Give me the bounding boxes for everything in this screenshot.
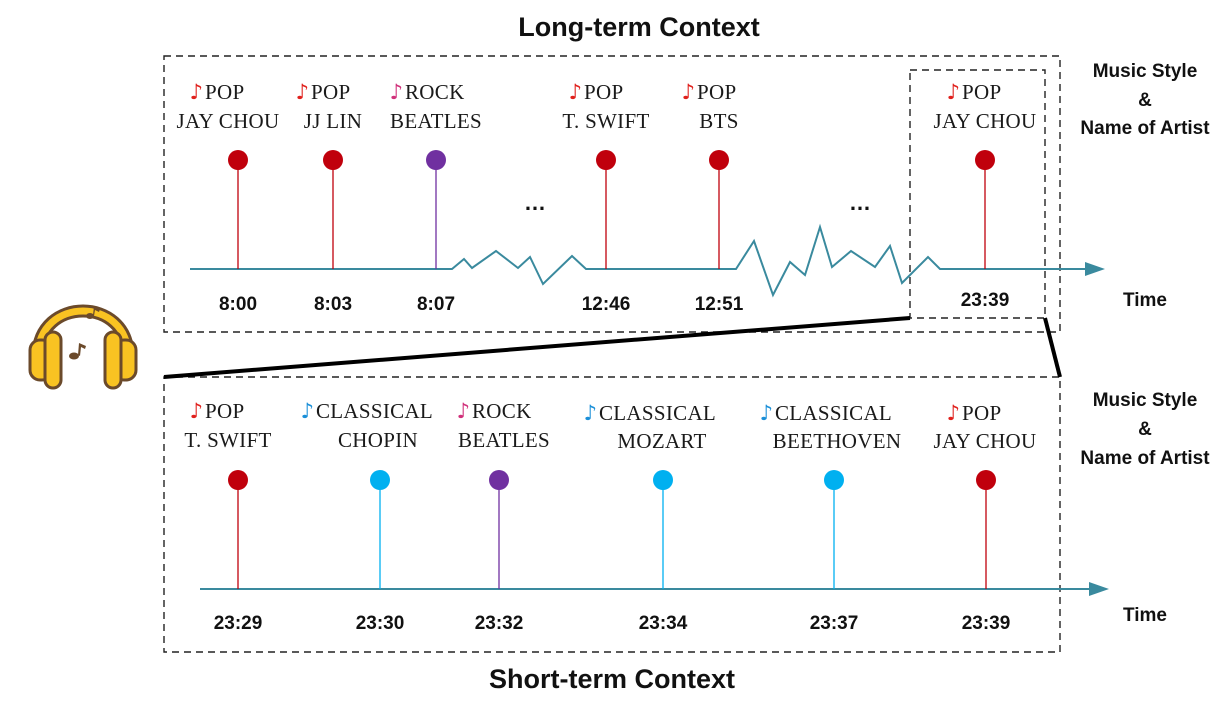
event-marker	[228, 470, 248, 490]
artist-label: MOZART	[617, 429, 706, 453]
event-marker	[653, 470, 673, 490]
short-term-frame	[163, 376, 1061, 653]
music-note-icon: ♪	[190, 399, 203, 423]
music-note-icon: ♪	[682, 80, 695, 104]
artist-label: T. SWIFT	[184, 428, 271, 452]
music-style-label: POP	[697, 80, 736, 104]
timeline-event: ♪CLASSICAL MOZART 23:34	[584, 401, 716, 634]
music-style-label: CLASSICAL	[775, 401, 892, 425]
short-term-axis-arrowhead	[1089, 582, 1109, 596]
music-style-label: CLASSICAL	[316, 399, 433, 423]
time-label: 23:30	[356, 613, 405, 634]
music-style-label: POP	[311, 80, 350, 104]
music-style-label: POP	[205, 399, 244, 423]
time-label-bottom: Time	[1123, 605, 1167, 626]
time-label: 8:00	[219, 294, 257, 315]
time-label: 8:03	[314, 294, 352, 315]
artist-label: BEETHOVEN	[773, 429, 902, 453]
time-label: 23:29	[214, 613, 263, 634]
event-marker	[228, 150, 248, 170]
artist-label: JAY CHOU	[934, 429, 1037, 453]
music-style-label: ROCK	[472, 399, 532, 423]
music-note-icon: ♪	[569, 80, 582, 104]
artist-label: T. SWIFT	[562, 109, 649, 133]
artist-label: BEATLES	[390, 109, 482, 133]
ellipsis-2: …	[849, 190, 871, 215]
artist-label: JJ LIN	[304, 109, 362, 133]
time-label: 23:34	[639, 613, 688, 634]
time-label: 23:37	[810, 613, 859, 634]
time-label: 8:07	[417, 294, 455, 315]
side-label-amp: &	[1138, 90, 1152, 111]
music-note-icon: ♪	[301, 399, 314, 423]
side-label-artist: Name of Artist	[1080, 118, 1210, 139]
music-note-icon: ♪	[760, 401, 773, 425]
time-label-top: Time	[1123, 290, 1167, 311]
side-label-top: Music Style & Name of Artist	[1080, 61, 1210, 139]
zoom-frame	[909, 69, 1046, 319]
music-note-icon: ♪	[190, 80, 203, 104]
timeline-event: ♪ROCK BEATLES 8:07	[390, 80, 482, 315]
music-style-label: POP	[584, 80, 623, 104]
timeline-event: ♪ROCK BEATLES 23:32	[457, 399, 550, 634]
timeline-event: ♪POP JAY CHOU 23:39	[934, 401, 1037, 634]
event-marker	[426, 150, 446, 170]
music-note-icon: ♪	[947, 401, 960, 425]
music-note-icon: ♪	[390, 80, 403, 104]
event-marker	[976, 470, 996, 490]
music-style-label: POP	[962, 401, 1001, 425]
time-label: 23:39	[962, 613, 1011, 634]
event-marker	[323, 150, 343, 170]
music-note-icon: ♪	[457, 399, 470, 423]
long-term-axis	[190, 223, 1092, 298]
timeline-event: ♪POP JJ LIN 8:03	[296, 80, 362, 315]
timeline-event: ♪POP T. SWIFT 23:29	[184, 399, 271, 634]
ellipsis-1: …	[524, 190, 546, 215]
zoom-connector-left	[163, 316, 911, 379]
time-label: 12:46	[582, 294, 631, 315]
side-label-amp: &	[1138, 419, 1152, 440]
music-style-label: POP	[205, 80, 244, 104]
short-term-title: Short-term Context	[489, 664, 735, 694]
side-label-bottom: Music Style & Name of Artist	[1080, 390, 1210, 469]
event-marker	[975, 150, 995, 170]
long-term-axis-arrowhead	[1085, 262, 1105, 276]
music-style-label: CLASSICAL	[599, 401, 716, 425]
music-note-icon: ♪	[296, 80, 309, 104]
timeline-event: ♪CLASSICAL CHOPIN 23:30	[301, 399, 433, 634]
timeline-event: ♪POP JAY CHOU 23:39	[934, 80, 1037, 311]
headphone-icon	[28, 304, 138, 390]
artist-label: CHOPIN	[338, 428, 418, 452]
side-label-style: Music Style	[1093, 61, 1198, 82]
music-note-icon: ♪	[947, 80, 960, 104]
artist-label: BEATLES	[458, 428, 550, 452]
time-label: 23:39	[961, 290, 1010, 311]
event-marker	[824, 470, 844, 490]
music-style-label: POP	[962, 80, 1001, 104]
long-term-title: Long-term Context	[518, 12, 759, 42]
event-marker	[596, 150, 616, 170]
event-marker	[489, 470, 509, 490]
music-note-icon	[69, 306, 100, 360]
artist-label: BTS	[699, 109, 738, 133]
side-label-artist: Name of Artist	[1080, 448, 1210, 469]
timeline-event: ♪POP BTS 12:51	[682, 80, 744, 315]
long-term-frame	[163, 55, 1061, 333]
artist-label: JAY CHOU	[177, 109, 280, 133]
time-label: 23:32	[475, 613, 524, 634]
music-style-label: ROCK	[405, 80, 465, 104]
timeline-event: ♪POP JAY CHOU 8:00	[177, 80, 280, 315]
artist-label: JAY CHOU	[934, 109, 1037, 133]
zoom-connector-right	[1043, 317, 1062, 378]
music-note-icon: ♪	[584, 401, 597, 425]
timeline-event: ♪CLASSICAL BEETHOVEN 23:37	[760, 401, 902, 634]
side-label-style: Music Style	[1093, 390, 1198, 411]
timeline-event: ♪POP T. SWIFT 12:46	[562, 80, 649, 315]
event-marker	[370, 470, 390, 490]
event-marker	[709, 150, 729, 170]
time-label: 12:51	[695, 294, 744, 315]
